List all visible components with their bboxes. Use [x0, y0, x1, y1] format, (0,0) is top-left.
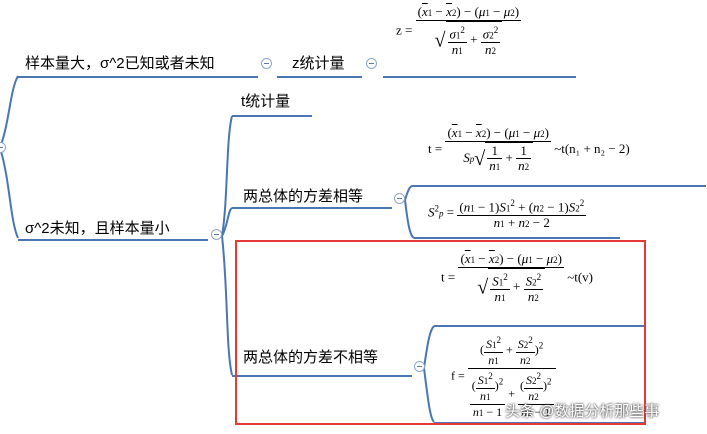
node-z-statistic[interactable]: z统计量	[292, 55, 345, 72]
collapse-icon[interactable]	[261, 58, 272, 69]
collapse-icon[interactable]	[211, 229, 222, 240]
watermark: 头条 @数据分析那些事	[505, 403, 660, 420]
collapse-icon[interactable]	[414, 361, 425, 372]
node-small-sample[interactable]: σ^2未知，且样本量小	[25, 220, 170, 237]
node-equal-variance[interactable]: 两总体的方差相等	[243, 188, 364, 205]
highlight-box	[235, 240, 646, 425]
node-large-sample[interactable]: 样本量大，σ^2已知或者未知	[25, 55, 215, 72]
node-t-statistic[interactable]: t统计量	[241, 93, 291, 110]
node-unequal-variance[interactable]: 两总体的方差不相等	[243, 349, 379, 366]
collapse-icon[interactable]	[366, 58, 377, 69]
collapse-icon[interactable]	[394, 193, 405, 204]
formula-pooled-variance: S2p = (n1 − 1)S12 + (n2 − 1)S22 n1 + n2 …	[428, 198, 587, 231]
